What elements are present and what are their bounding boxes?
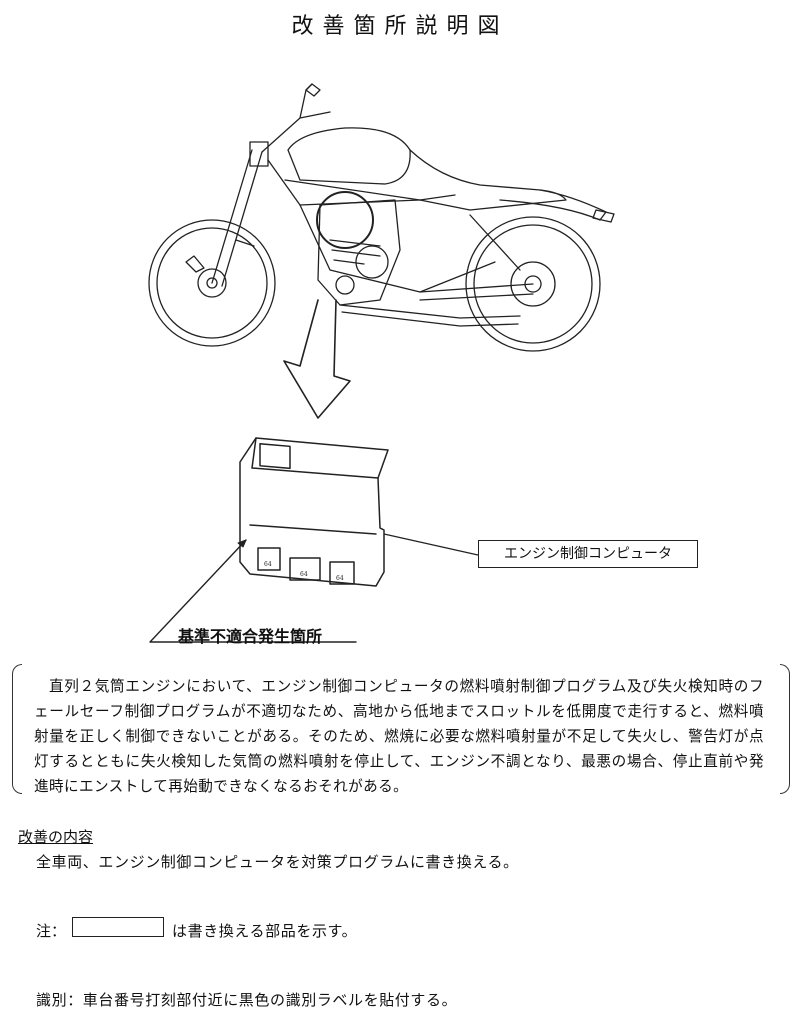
left-bracket (12, 664, 22, 794)
pointer-arrow (283, 299, 351, 419)
connector-code: 64 (336, 575, 344, 582)
illustration: 64 64 64 (148, 83, 615, 643)
ecu-drawing: 64 64 64 (239, 437, 389, 587)
note-label: 注： (36, 922, 67, 940)
connector-code: 64 (264, 561, 272, 568)
note-legend-box (72, 917, 164, 937)
improvement-heading: 改善の内容 (18, 828, 94, 846)
description-bracket (12, 664, 790, 794)
location-leader-line (149, 539, 357, 643)
motorcycle-drawing (148, 83, 615, 352)
defect-description: 直列２気筒エンジンにおいて、エンジン制御コンピュータの燃料噴射制御プログラム及び… (34, 678, 764, 795)
identification-text: 識別：車台番号打刻部付近に黒色の識別ラベルを貼付する。 (36, 991, 458, 1009)
right-bracket (780, 664, 790, 794)
ecu-leader-line (383, 533, 479, 556)
location-label: 基準不適合発生箇所 (178, 627, 323, 646)
connector-code: 64 (300, 571, 308, 578)
improvement-text: 全車両、エンジン制御コンピュータを対策プログラムに書き換える。 (36, 853, 519, 871)
ecu-label-box: エンジン制御コンピュータ (478, 540, 698, 568)
note-text: は書き換える部品を示す。 (172, 922, 358, 940)
page-title: 改善箇所説明図 (291, 14, 509, 39)
